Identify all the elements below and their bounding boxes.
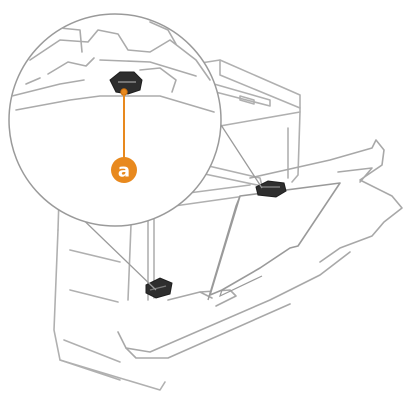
callout-badge-icon: a — [111, 157, 137, 183]
callout-label: a — [118, 161, 130, 182]
paper-stack — [208, 183, 340, 300]
